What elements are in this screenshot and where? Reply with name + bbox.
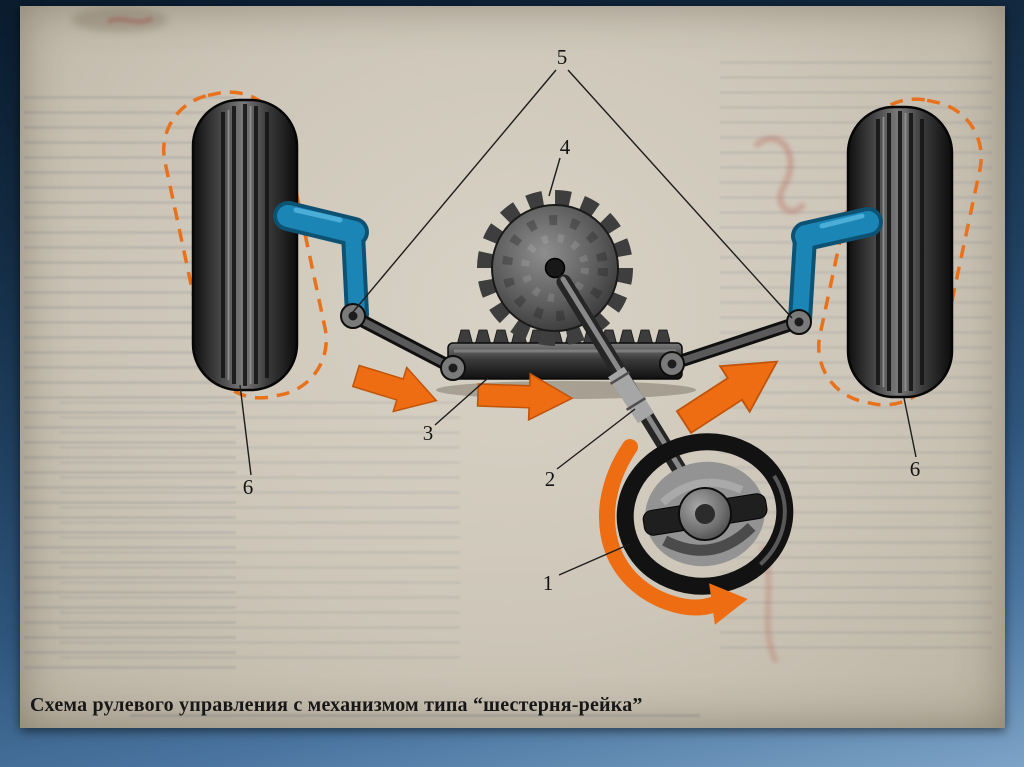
steering-rack <box>447 342 683 380</box>
right-steering-knuckle <box>788 207 883 332</box>
label-2: 2 <box>545 467 556 491</box>
pinion-gear-teeth <box>477 190 633 346</box>
red-bleed-mark-top <box>753 135 807 214</box>
bleed-text-ghost-caption <box>130 714 700 724</box>
callout-line-5-right <box>567 69 793 319</box>
label-5: 5 <box>557 45 568 69</box>
right-wheel-highlights <box>882 113 907 391</box>
universal-joint <box>608 366 654 424</box>
red-bleed-mark-corner <box>106 15 154 25</box>
pinion-gear <box>477 190 633 346</box>
right-tie-rod <box>665 315 806 371</box>
left-tie-rod <box>346 309 460 375</box>
scanned-page: 5 4 3 2 1 6 6 Схема рулевого управления … <box>20 6 1005 728</box>
steering-wheel <box>616 433 794 595</box>
rack-motion-arrow-right <box>675 360 779 435</box>
steering-rotation-arrowhead <box>709 583 748 625</box>
label-1: 1 <box>543 571 554 595</box>
left-wheel-highlights <box>227 106 252 384</box>
callout-line-6-right <box>903 397 917 458</box>
callout-line-4 <box>548 157 561 197</box>
label-4: 4 <box>560 135 571 159</box>
callout-line-2 <box>556 408 636 470</box>
right-wheel <box>846 105 954 399</box>
steering-diagram: 5 4 3 2 1 6 6 <box>72 8 984 664</box>
rack-motion-arrow-center <box>476 372 574 422</box>
callout-line-3 <box>434 377 489 426</box>
label-6-left: 6 <box>243 475 254 499</box>
pinion-gear-hub <box>544 257 566 279</box>
callout-line-5-left <box>352 69 557 313</box>
steering-rotation-arrow <box>599 439 720 616</box>
callout-line-6-left <box>239 384 252 476</box>
callout-line-1 <box>558 543 631 576</box>
left-steering-knuckle <box>273 201 369 326</box>
rack-teeth <box>456 328 670 345</box>
label-3: 3 <box>423 421 434 445</box>
bleed-text-ghost-center <box>60 401 460 666</box>
figure-caption: Схема рулевого управления с механизмом т… <box>30 694 643 716</box>
rack-motion-arrow-left <box>351 364 438 413</box>
left-wheel <box>191 98 299 392</box>
callout-lines <box>239 69 917 576</box>
tie-rod-joints <box>340 303 812 381</box>
right-wheel-tread <box>876 111 924 393</box>
label-6-right: 6 <box>910 457 921 481</box>
left-wheel-tread <box>221 104 269 386</box>
left-wheel-turned-outline <box>161 90 329 400</box>
scan-smudge <box>72 8 168 32</box>
